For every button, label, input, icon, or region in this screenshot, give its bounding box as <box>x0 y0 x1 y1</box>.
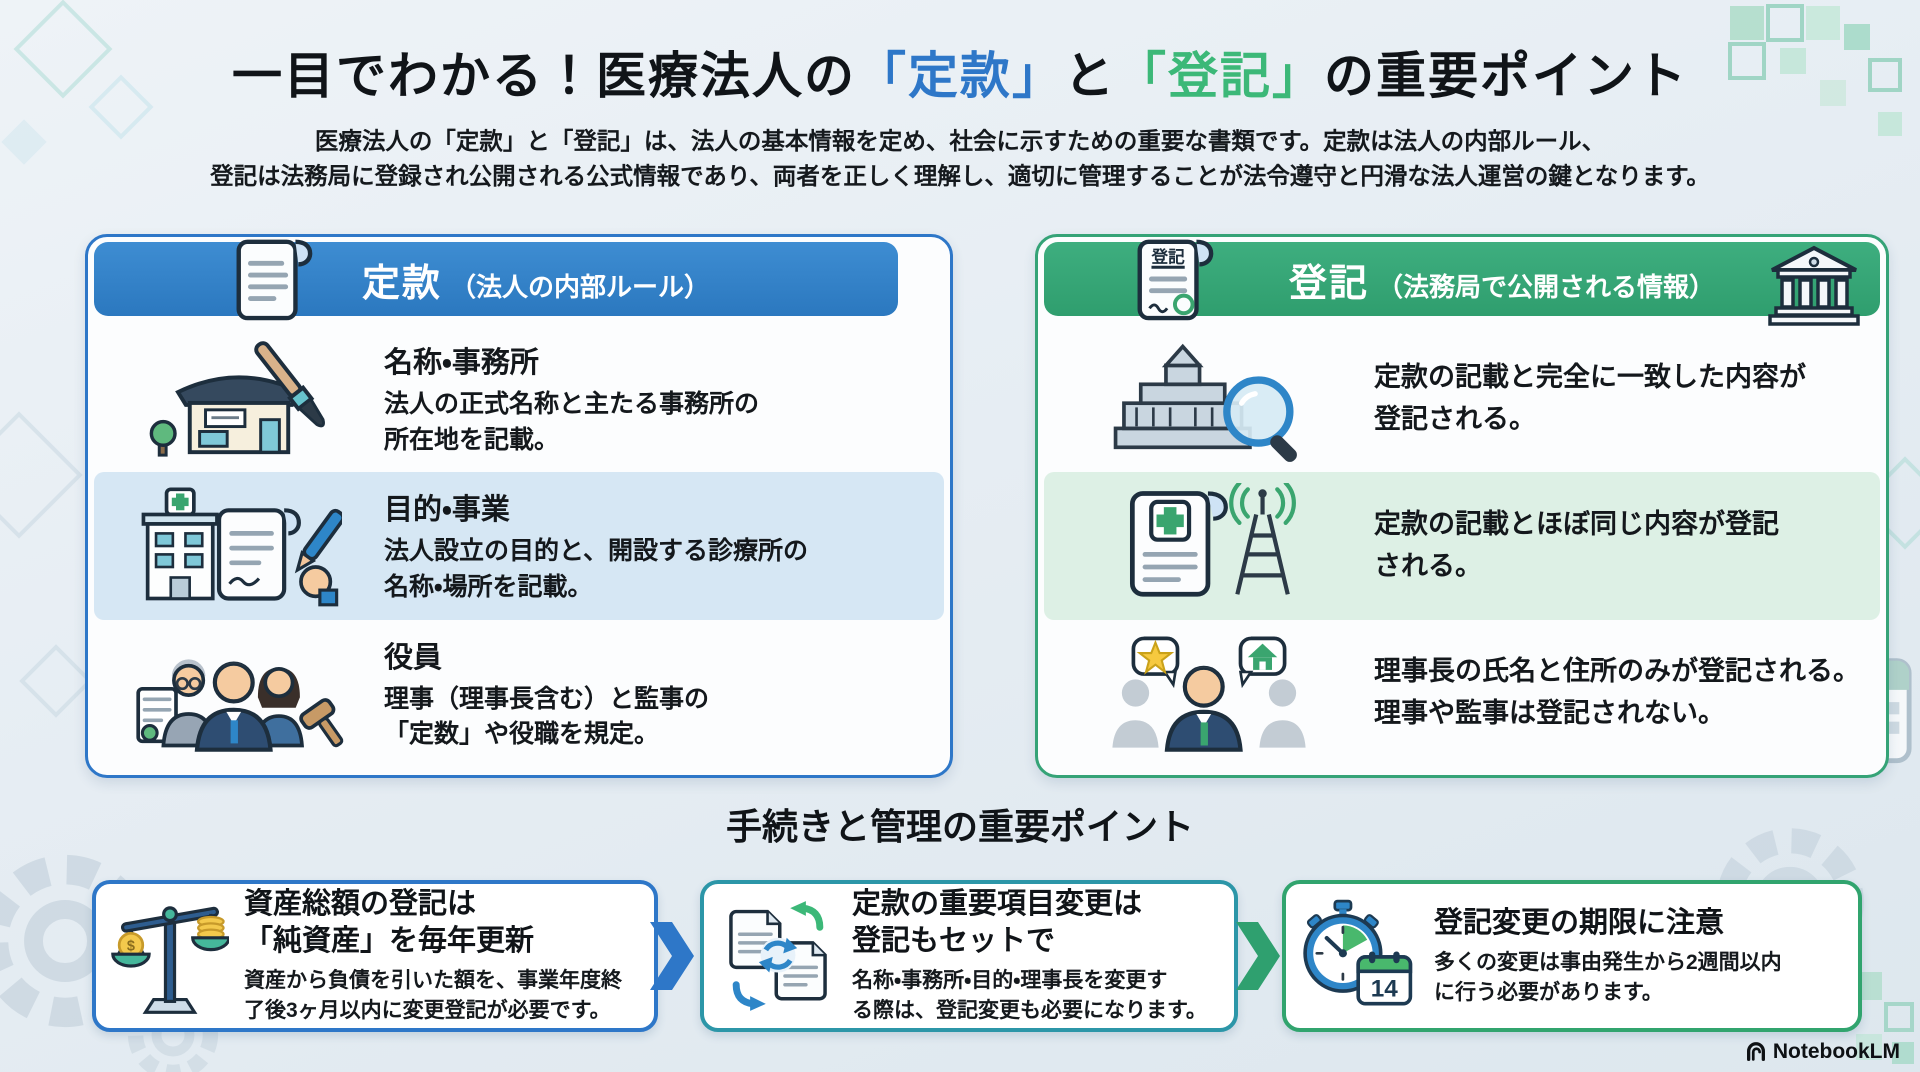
header-section: 一目でわかる！医療法人の「定款」と「登記」の重要ポイント 医療法人の「定款」と「… <box>0 36 1920 195</box>
procedure-box-asset-registration: $ 資産総額の登記は 「純資産」を毎年更新 資産から負債を引いた額を、事業年度終… <box>92 880 658 1032</box>
calendar-day-label: 14 <box>1371 976 1399 1003</box>
teikan-rows: 名称・事務所 法人の正式名称と主たる事務所の 所在地を記載。 <box>94 325 944 767</box>
procedure-box-title: 定款の重要項目変更は 登記もセットで <box>852 888 1143 957</box>
title-touki-highlight: 「登記」 <box>1116 48 1324 104</box>
procedure-box-title: 資産総額の登記は 「純資産」を毎年更新 <box>244 888 535 957</box>
notebooklm-brand: NotebookLM <box>1745 1040 1900 1064</box>
teikan-header-text: 定款 （法人の内部ルール） <box>362 252 710 307</box>
notebooklm-brand-label: NotebookLM <box>1772 1040 1900 1063</box>
teikan-row-purpose-business: 目的・事業 法人設立の目的と、開設する診療所の 名称・場所を記載。 <box>94 472 944 620</box>
procedure-box-text: 定款の重要項目変更は 登記もセットで 名称・事務所・目的・理事長を変更す る際は… <box>852 886 1217 1025</box>
registry-scroll-icon: 登記 <box>1137 239 1214 321</box>
teikan-panel-header: 定款 （法人の内部ルール） <box>94 239 898 321</box>
procedure-box-body: 資産から負債を引いた額を、事業年度終 了後3ヶ月以内に変更登記が必要です。 <box>244 968 622 1022</box>
teikan-row-name-office: 名称・事務所 法人の正式名称と主たる事務所の 所在地を記載。 <box>94 325 944 472</box>
touki-row-similar-content: 定款の記載とほぼ同じ内容が登記 される。 <box>1044 472 1880 620</box>
row-title: 目的・事業 <box>384 494 510 527</box>
title-text: の重要ポイント <box>1324 48 1688 104</box>
touki-header-title: 登記 <box>1288 262 1369 305</box>
touki-panel: 登記 登記 （法務局で公開される情報） <box>1035 234 1889 778</box>
row-title: 役員 <box>384 641 443 674</box>
subtitle-line1: 医療法人の「定款」と「登記」は、法人の基本情報を定め、社会に示すための重要な書類… <box>314 128 1606 154</box>
decor-diamond-icon <box>0 411 83 539</box>
hospital-writing-icon <box>94 483 384 609</box>
row-title: 名称・事務所 <box>384 347 539 380</box>
notebooklm-logo-icon <box>1746 1042 1765 1061</box>
touki-panel-header: 登記 登記 （法務局で公開される情報） <box>1044 239 1880 326</box>
procedure-box-body: 多くの変更は事由発生から2週間以内 に行う必要があります。 <box>1434 950 1782 1004</box>
subtitle-line2: 登記は法務局に登録され公開される公式情報であり、両者を正しく理解し、適切に管理す… <box>210 163 1710 190</box>
row-body: 定款の記載とほぼ同じ内容が登記 される。 <box>1374 509 1779 581</box>
coin-dollar-label: $ <box>127 939 135 955</box>
stopwatch-calendar-icon: 14 <box>1286 897 1434 1015</box>
procedure-box-body: 名称・事務所・目的・理事長を変更す る際は、登記変更も必要になります。 <box>852 968 1207 1022</box>
touki-row-text: 定款の記載とほぼ同じ内容が登記 される。 <box>1374 504 1779 588</box>
procedure-box-deadline: 14 登記変更の期限に注意 多くの変更は事由発生から2週間以内 に行う必要があり… <box>1282 880 1862 1032</box>
documents-sync-icon <box>704 897 852 1015</box>
scroll-antenna-icon <box>1044 482 1374 609</box>
touki-row-text: 定款の記載と完全に一致した内容が 登記される。 <box>1374 357 1806 441</box>
touki-row-chairman-only: 理事長の氏名と住所のみが登記される。 理事や監事は登記されない。 <box>1044 620 1880 767</box>
teikan-row-text: 目的・事業 法人設立の目的と、開設する診療所の 名称・場所を記載。 <box>384 486 808 605</box>
procedure-box-teikan-change: 定款の重要項目変更は 登記もセットで 名称・事務所・目的・理事長を変更す る際は… <box>700 880 1238 1032</box>
page-subtitle: 医療法人の「定款」と「登記」は、法人の基本情報を定め、社会に示すための重要な書類… <box>0 124 1920 195</box>
row-body: 法人設立の目的と、開設する診療所の 名称・場所を記載。 <box>384 537 809 601</box>
procedure-box-text: 登記変更の期限に注意 多くの変更は事由発生から2週間以内 に行う必要があります。 <box>1434 905 1792 1008</box>
row-body: 理事長の氏名と住所のみが登記される。 理事や監事は登記されない。 <box>1374 656 1860 729</box>
flow-arrow-icon <box>1236 922 1280 990</box>
touki-row-text: 理事長の氏名と住所のみが登記される。 理事や監事は登記されない。 <box>1374 651 1860 735</box>
scroll-document-icon <box>236 239 313 321</box>
decor-diamond-icon <box>19 644 93 718</box>
bank-building-icon <box>1768 245 1860 326</box>
teikan-panel: 定款 （法人の内部ルール） <box>85 234 953 778</box>
touki-header-subtitle: （法務局で公開される情報） <box>1377 271 1716 302</box>
title-teikan-highlight: 「定款」 <box>856 48 1064 104</box>
touki-row-exact-match: 定款の記載と完全に一致した内容が 登記される。 <box>1044 325 1880 472</box>
procedure-box-text: 資産総額の登記は 「純資産」を毎年更新 資産から負債を引いた額を、事業年度終 了… <box>244 886 632 1025</box>
balance-scale-icon: $ <box>96 891 244 1021</box>
officers-gavel-icon <box>94 630 384 756</box>
title-text: 一目でわかる！医療法人の <box>232 48 856 104</box>
teikan-row-text: 名称・事務所 法人の正式名称と主たる事務所の 所在地を記載。 <box>384 339 759 458</box>
title-text: と <box>1064 48 1116 104</box>
row-body: 理事（理事長含む）と監事の 「定数」や役職を規定。 <box>384 684 710 749</box>
row-body: 法人の正式名称と主たる事務所の 所在地を記載。 <box>384 390 760 454</box>
procedure-box-title: 登記変更の期限に注意 <box>1434 906 1725 939</box>
procedure-section-title: 手続きと管理の重要ポイント <box>725 806 1194 847</box>
registry-scroll-label: 登記 <box>1150 246 1185 266</box>
touki-header-text: 登記 （法務局で公開される情報） <box>1289 252 1715 307</box>
row-body: 定款の記載と完全に一致した内容が 登記される。 <box>1374 361 1806 434</box>
teikan-header-subtitle: （法人の内部ルール） <box>450 271 711 302</box>
teikan-header-title: 定款 <box>361 262 442 305</box>
teikan-row-text: 役員 理事（理事長含む）と監事の 「定数」や役職を規定。 <box>384 634 709 753</box>
chairman-badges-icon <box>1044 630 1374 756</box>
page-title: 一目でわかる！医療法人の「定款」と「登記」の重要ポイント <box>0 36 1920 108</box>
touki-rows: 定款の記載と完全に一致した内容が 登記される。 <box>1044 325 1880 767</box>
parliament-magnifier-icon <box>1044 336 1374 462</box>
storefront-brush-icon <box>94 335 384 463</box>
teikan-row-officers: 役員 理事（理事長含む）と監事の 「定数」や役職を規定。 <box>94 620 944 767</box>
